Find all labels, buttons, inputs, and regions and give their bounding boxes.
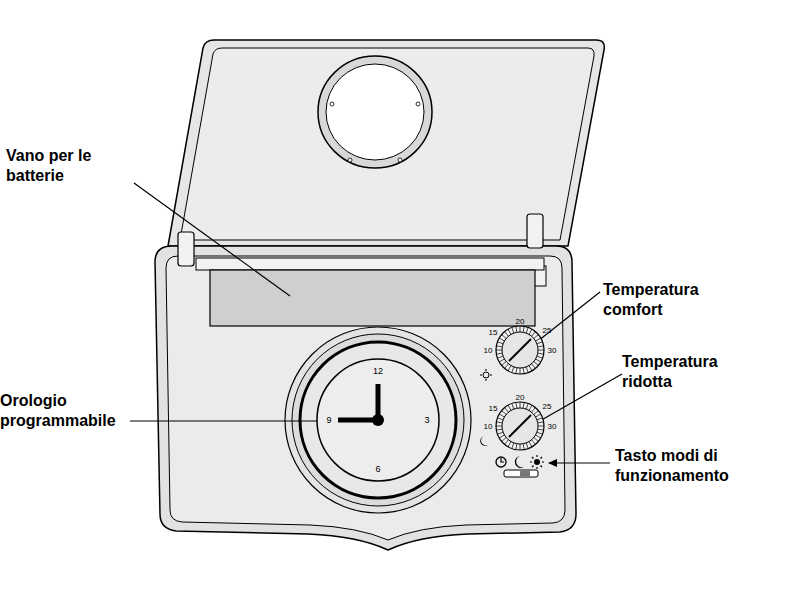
callout-label: Vano per le batterie: [6, 146, 116, 186]
callout-label: Temperatura ridotta: [622, 352, 752, 392]
callout-label: Temperatura comfort: [603, 280, 733, 320]
lid-window-glass: [326, 64, 424, 160]
sun-icon: [534, 459, 540, 465]
hinge: [178, 232, 194, 266]
clock-face: [316, 358, 440, 482]
scale-number: 30: [548, 422, 557, 431]
scale-number: 25: [543, 326, 552, 335]
clock-ring: [285, 327, 471, 513]
leader-line: [130, 420, 318, 421]
scale-number: 10: [484, 422, 493, 431]
scale-number: 15: [489, 328, 498, 337]
lid-inner: [180, 48, 594, 240]
scale-number: 20: [516, 393, 525, 402]
clock-number: 6: [375, 464, 380, 474]
body-face: [166, 256, 565, 540]
scale-number: 25: [543, 402, 552, 411]
clock-icon: [496, 457, 506, 467]
clock-face-node: 12 3 6 9: [316, 358, 440, 482]
scale-number: 30: [548, 346, 557, 355]
dial-node: 15 20 25 10 30: [480, 316, 560, 380]
body: [155, 246, 576, 550]
scale-number: 10: [484, 346, 493, 355]
scale-number: 20: [516, 317, 525, 326]
scale-number: 15: [489, 404, 498, 413]
moon-icon: [515, 456, 524, 468]
leader-arrow: [549, 462, 610, 463]
hinge: [527, 214, 543, 248]
dial-node: 15 20 25 10 30: [480, 392, 560, 456]
leader-line: [134, 183, 290, 296]
clock-number: 3: [424, 415, 429, 425]
lid-window: [318, 56, 432, 168]
battery-compartment: [210, 270, 535, 326]
callout-label: Tasto modi di funzionamento: [615, 446, 765, 486]
clock-number: 9: [326, 415, 331, 425]
mode-button: [504, 470, 538, 477]
clock-number: 12: [373, 366, 383, 376]
callout-label: Orologio programmabile: [0, 391, 128, 431]
